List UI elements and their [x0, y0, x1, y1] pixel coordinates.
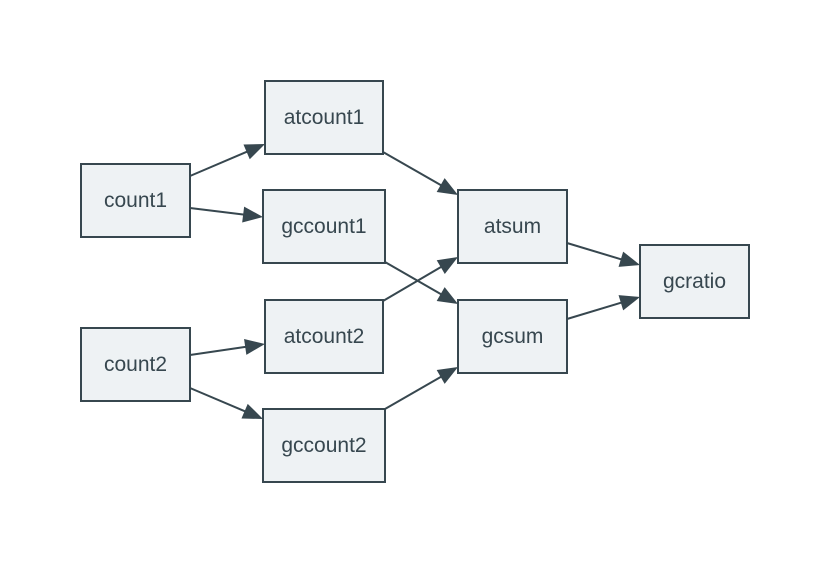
edge-line: [189, 207, 246, 216]
arrowhead-icon: [436, 287, 458, 304]
edge-line: [189, 345, 248, 356]
node-count1-label: count1: [104, 189, 167, 212]
edge-line: [382, 151, 443, 187]
node-count2: count2: [80, 327, 191, 402]
node-gccount2: gccount2: [262, 408, 386, 483]
edge-atsum-to-gcratio: [566, 242, 640, 267]
arrowhead-icon: [436, 178, 458, 195]
edge-gcsum-to-gcratio: [566, 295, 640, 320]
node-gcratio-label: gcratio: [663, 270, 726, 293]
node-count2-label: count2: [104, 353, 167, 376]
edge-gccount2-to-gcsum: [384, 367, 458, 410]
node-atcount1: atcount1: [264, 80, 384, 155]
edge-line: [189, 387, 247, 413]
edge-atcount2-to-atsum: [382, 257, 458, 302]
node-gccount2-label: gccount2: [281, 434, 366, 457]
arrowhead-icon: [436, 257, 458, 275]
node-atcount1-label: atcount1: [284, 106, 365, 129]
node-gcsum: gcsum: [457, 299, 568, 374]
edge-count2-to-gccount2: [189, 387, 263, 419]
arrowhead-icon: [618, 251, 640, 267]
node-atsum-label: atsum: [484, 215, 541, 238]
edge-count1-to-atcount1: [189, 144, 265, 177]
arrowhead-icon: [241, 403, 263, 419]
arrowhead-icon: [436, 367, 458, 384]
node-gccount1-label: gccount1: [281, 215, 366, 238]
node-atcount2-label: atcount2: [284, 325, 365, 348]
edge-count2-to-atcount2: [189, 338, 265, 356]
node-atsum: atsum: [457, 189, 568, 264]
arrowhead-icon: [244, 338, 265, 355]
arrowhead-icon: [618, 295, 640, 311]
node-count1: count1: [80, 163, 191, 238]
edge-line: [566, 301, 624, 320]
edge-atcount1-to-atsum: [382, 151, 458, 195]
edge-line: [189, 150, 249, 177]
edge-line: [384, 375, 443, 410]
node-gcsum-label: gcsum: [482, 325, 544, 348]
node-gccount1: gccount1: [262, 189, 386, 264]
edges-layer: [189, 144, 640, 419]
node-gcratio: gcratio: [639, 244, 750, 319]
arrowhead-icon: [242, 206, 263, 223]
node-atcount2: atcount2: [264, 299, 384, 374]
edge-line: [566, 242, 624, 261]
edge-count1-to-gccount1: [189, 206, 263, 223]
edge-line: [384, 261, 443, 296]
edge-line: [382, 265, 443, 302]
arrowhead-icon: [243, 144, 265, 160]
edge-gccount1-to-gcsum: [384, 261, 458, 304]
